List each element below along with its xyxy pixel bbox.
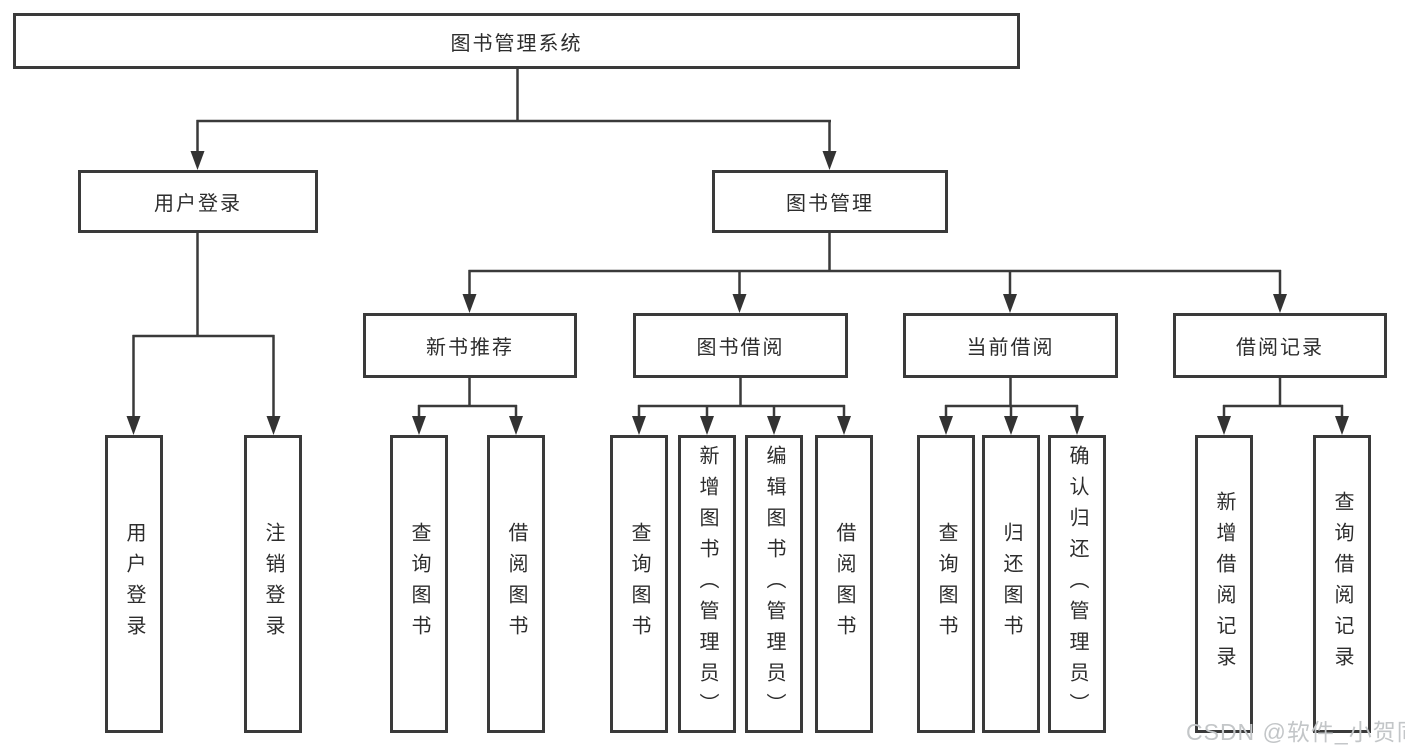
arrowheads xyxy=(126,151,1349,435)
arrowhead xyxy=(266,416,281,435)
connector-userlogin-to-leaves xyxy=(132,233,275,420)
leaf-edit-book-admin: 编辑图书（管理员） xyxy=(745,435,803,733)
arrowhead xyxy=(732,294,747,313)
arrowhead xyxy=(509,416,523,435)
leaf-query-books-borrow: 查询图书 xyxy=(610,435,668,733)
leaf-query-borrow-record: 查询借阅记录 xyxy=(1313,435,1371,733)
node-new-book-recommend: 新书推荐 xyxy=(363,313,577,378)
arrowhead xyxy=(462,294,477,313)
watermark: CSDN @软件_小贺同学 xyxy=(1186,719,1405,745)
connector-borrowrecord-to-leaves xyxy=(1222,378,1344,420)
leaf-label: 新增借阅记录 xyxy=(1213,491,1235,677)
leaf-user-login: 用户登录 xyxy=(105,435,163,733)
leaf-label: 新增图书（管理员） xyxy=(696,444,718,724)
arrowhead xyxy=(822,151,837,170)
leaf-borrow-books-newrec: 借阅图书 xyxy=(487,435,545,733)
arrowhead xyxy=(1335,416,1349,435)
connector-paths xyxy=(132,68,1344,420)
arrowhead xyxy=(126,416,141,435)
leaf-add-book-admin: 新增图书（管理员） xyxy=(678,435,736,733)
leaf-add-borrow-record: 新增借阅记录 xyxy=(1195,435,1253,733)
leaf-return-book: 归还图书 xyxy=(982,435,1040,733)
leaf-label: 注销登录 xyxy=(262,522,284,646)
leaf-label: 归还图书 xyxy=(1000,522,1022,646)
leaf-label: 用户登录 xyxy=(123,522,145,646)
arrowhead xyxy=(1003,294,1017,313)
connector-root-to-level2 xyxy=(196,68,831,153)
node-book-borrow: 图书借阅 xyxy=(633,313,848,378)
node-root: 图书管理系统 xyxy=(13,13,1020,69)
arrowhead xyxy=(412,416,426,435)
leaf-logout: 注销登录 xyxy=(244,435,302,733)
connector-bookmgmt-to-level3 xyxy=(468,233,1282,297)
node-user-login: 用户登录 xyxy=(78,170,318,233)
node-current-borrow: 当前借阅 xyxy=(903,313,1118,378)
leaf-query-books-current: 查询图书 xyxy=(917,435,975,733)
leaf-label: 查询图书 xyxy=(408,522,430,646)
leaf-query-books-newrec: 查询图书 xyxy=(390,435,448,733)
arrowhead xyxy=(837,416,851,435)
leaf-borrow-books-borrow: 借阅图书 xyxy=(815,435,873,733)
arrowhead xyxy=(1070,416,1084,435)
leaf-label: 编辑图书（管理员） xyxy=(763,444,785,724)
node-book-management: 图书管理 xyxy=(712,170,948,233)
leaf-label: 借阅图书 xyxy=(833,522,855,646)
arrowhead xyxy=(700,416,714,435)
node-borrow-record: 借阅记录 xyxy=(1173,313,1387,378)
connector-newbookrec-to-leaves xyxy=(417,378,518,420)
connector-bookborrow-to-leaves xyxy=(637,378,846,420)
arrowhead xyxy=(1217,416,1231,435)
arrowhead xyxy=(1004,416,1018,435)
arrowhead xyxy=(939,416,953,435)
arrowhead xyxy=(632,416,646,435)
leaf-label: 查询图书 xyxy=(628,522,650,646)
leaf-label: 确认归还（管理员） xyxy=(1066,444,1088,724)
leaf-label: 查询借阅记录 xyxy=(1331,491,1353,677)
leaf-confirm-return-admin: 确认归还（管理员） xyxy=(1048,435,1106,733)
arrowhead xyxy=(767,416,781,435)
leaf-label: 查询图书 xyxy=(935,522,957,646)
connector-currentborrow-to-leaves xyxy=(944,378,1079,420)
arrowhead xyxy=(1273,294,1287,313)
leaf-label: 借阅图书 xyxy=(505,522,527,646)
arrowhead xyxy=(190,151,205,170)
